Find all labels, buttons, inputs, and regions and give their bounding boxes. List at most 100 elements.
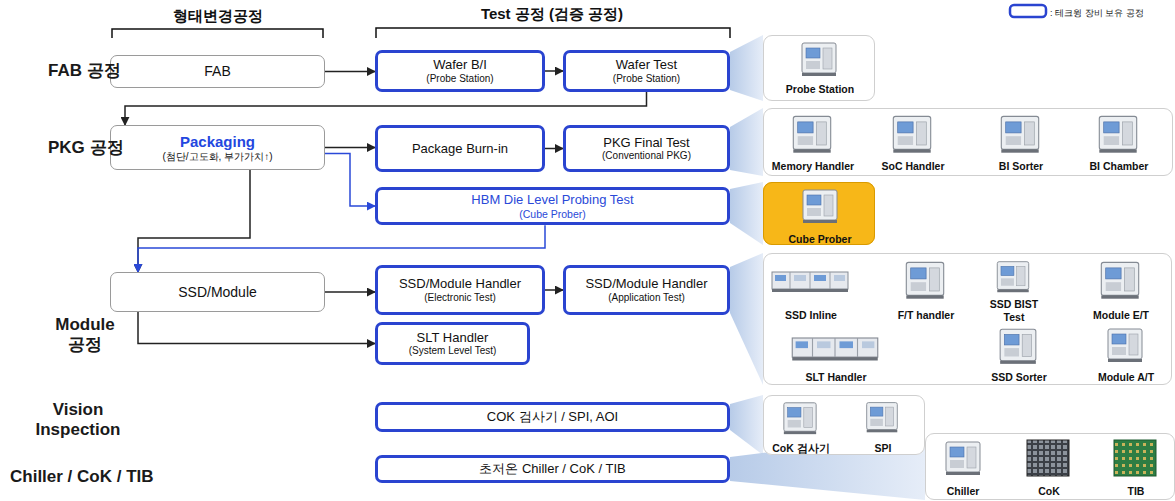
test-process-box: COK 검사기 / SPI, AOI <box>375 402 730 432</box>
flow-arrow <box>325 147 375 149</box>
test-process-box: SSD/Module Handler(Application Test) <box>563 265 730 315</box>
equipment-caption-holder: SSD BIST Test <box>984 298 1044 323</box>
process-name: Wafer Test <box>616 57 677 73</box>
equipment-name: Module E/T <box>1093 309 1149 321</box>
equipment-name: BI Sorter <box>999 160 1043 172</box>
callout-wedge <box>730 108 763 176</box>
equipment-name: SLT Handler <box>805 371 866 383</box>
row-heading: Module 공정 <box>45 315 125 356</box>
module-at-picture <box>1108 329 1142 362</box>
module-et-picture <box>1101 262 1138 298</box>
process-name: SSD/Module Handler <box>399 276 521 292</box>
row-heading: Chiller / CoK / TIB <box>10 467 154 486</box>
equipment-name: Probe Station <box>786 83 854 95</box>
process-name: SLT Handler <box>417 330 489 346</box>
equipment-caption-holder: SSD Inline <box>785 305 837 323</box>
process-name: PKG Final Test <box>603 135 689 151</box>
equipment-name: Cube Prober <box>788 233 851 245</box>
test-process-box: HBM Die Level Probing Test(Cube Prober) <box>375 187 730 225</box>
process-box: FAB <box>110 55 325 88</box>
legend-text: : 테크윙 장비 보유 공정 <box>1050 8 1144 18</box>
equipment-name: F/T handler <box>898 309 955 321</box>
row-heading-holder: FAB 공정 <box>48 61 121 81</box>
panel-ground <box>763 182 875 245</box>
memory-handler-picture <box>793 116 830 152</box>
equipment-caption-holder: CoK 검사기 <box>772 438 830 456</box>
process-name: COK 검사기 / SPI, AOI <box>487 409 618 425</box>
equipment-panel: Memory Handler SoC Handler BI Sorter BI Cha… <box>763 108 1173 176</box>
equipment-caption-holder: Chiller <box>947 481 980 499</box>
equipment-caption-holder: Module A/T <box>1098 367 1154 385</box>
flow-arrow <box>125 92 647 125</box>
equipment-caption-holder: SoC Handler <box>881 156 944 174</box>
equipment-panel: Cube Prober <box>763 182 875 245</box>
bi-sorter-picture <box>1001 116 1038 152</box>
equipment-caption-holder: BI Chamber <box>1090 156 1149 174</box>
callout-wedge <box>730 395 763 455</box>
row-heading-holder: Module 공정 <box>45 315 125 356</box>
stage-heading: 형태변경공정 <box>173 7 263 24</box>
stage-heading-holder: Test 공정 (검증 공정) <box>481 5 623 23</box>
equipment-name: Module A/T <box>1098 371 1154 383</box>
row-heading: Vision Inspection <box>28 400 128 441</box>
equipment-caption-holder: Module E/T <box>1093 305 1149 323</box>
flow-arrow <box>325 154 375 207</box>
equipment-caption-holder: CoK <box>1038 481 1060 499</box>
process-note: (Probe Station) <box>426 73 493 85</box>
cok-picture <box>1027 440 1069 476</box>
flow-arrow <box>545 289 563 291</box>
row-heading-holder: Chiller / CoK / TIB <box>10 467 154 487</box>
bi-chamber-picture <box>1099 116 1136 152</box>
bracket <box>376 28 730 38</box>
panel-ground <box>763 395 925 455</box>
probe-station-picture <box>802 43 836 76</box>
equipment-name: CoK <box>1038 485 1060 497</box>
process-name: Wafer B/I <box>433 57 487 73</box>
panel-ground <box>763 253 1172 385</box>
flow-arrow <box>325 71 375 73</box>
row-heading-holder: PKG 공정 <box>48 138 124 158</box>
process-name: SSD/Module <box>178 284 257 301</box>
equipment-caption-holder: SLT Handler <box>805 367 866 385</box>
chiller-picture <box>946 442 980 475</box>
panel-ground <box>925 433 1175 500</box>
process-note: (Conventional PKG) <box>602 150 691 162</box>
tib-picture <box>1114 440 1156 476</box>
equipment-caption-holder: F/T handler <box>898 305 955 323</box>
equipment-panel: Chiller CoK TIB <box>925 433 1175 500</box>
equipment-caption-holder: SSD Sorter <box>991 367 1046 385</box>
row-heading-holder: Vision Inspection <box>28 400 128 441</box>
panel-ground <box>763 108 1173 176</box>
process-name: FAB <box>204 63 230 80</box>
ssd-inline-picture <box>772 272 848 292</box>
row-heading: PKG 공정 <box>48 138 124 157</box>
test-process-box: PKG Final Test(Conventional PKG) <box>563 125 730 172</box>
flow-arrow <box>545 148 563 150</box>
process-name: HBM Die Level Probing Test <box>471 192 633 208</box>
process-note: (Application Test) <box>608 292 685 304</box>
equipment-caption-holder: SPI <box>875 438 892 456</box>
stage-heading-holder: 형태변경공정 <box>173 7 263 25</box>
equipment-name: SoC Handler <box>881 160 944 172</box>
process-name: Packaging <box>180 133 255 151</box>
process-note: (첨단/고도화, 부가가치↑) <box>163 151 273 163</box>
test-process-box: SSD/Module Handler(Electronic Test) <box>375 265 545 315</box>
flow-arrow <box>138 170 250 272</box>
cube-prober-picture <box>803 190 837 223</box>
equipment-name: TIB <box>1128 485 1145 497</box>
equipment-name: SSD Inline <box>785 309 837 321</box>
equipment-panel: Probe Station <box>763 35 875 101</box>
equipment-caption-holder: Cube Prober <box>788 229 851 247</box>
equipment-name: BI Chamber <box>1090 160 1149 172</box>
process-box: SSD/Module <box>110 272 325 312</box>
flow-arrow <box>545 70 563 72</box>
equipment-panel: CoK 검사기 SPI <box>763 395 925 455</box>
test-process-box: Wafer Test(Probe Station) <box>563 50 730 92</box>
equipment-caption-holder: Memory Handler <box>772 156 854 174</box>
cok-inspector-picture <box>784 403 816 434</box>
process-box: Packaging(첨단/고도화, 부가가치↑) <box>110 125 325 170</box>
test-process-box: Wafer B/I(Probe Station) <box>375 50 545 92</box>
equipment-panel: SSD InlineF/T handlerSSD BIST TestModule… <box>763 253 1172 385</box>
